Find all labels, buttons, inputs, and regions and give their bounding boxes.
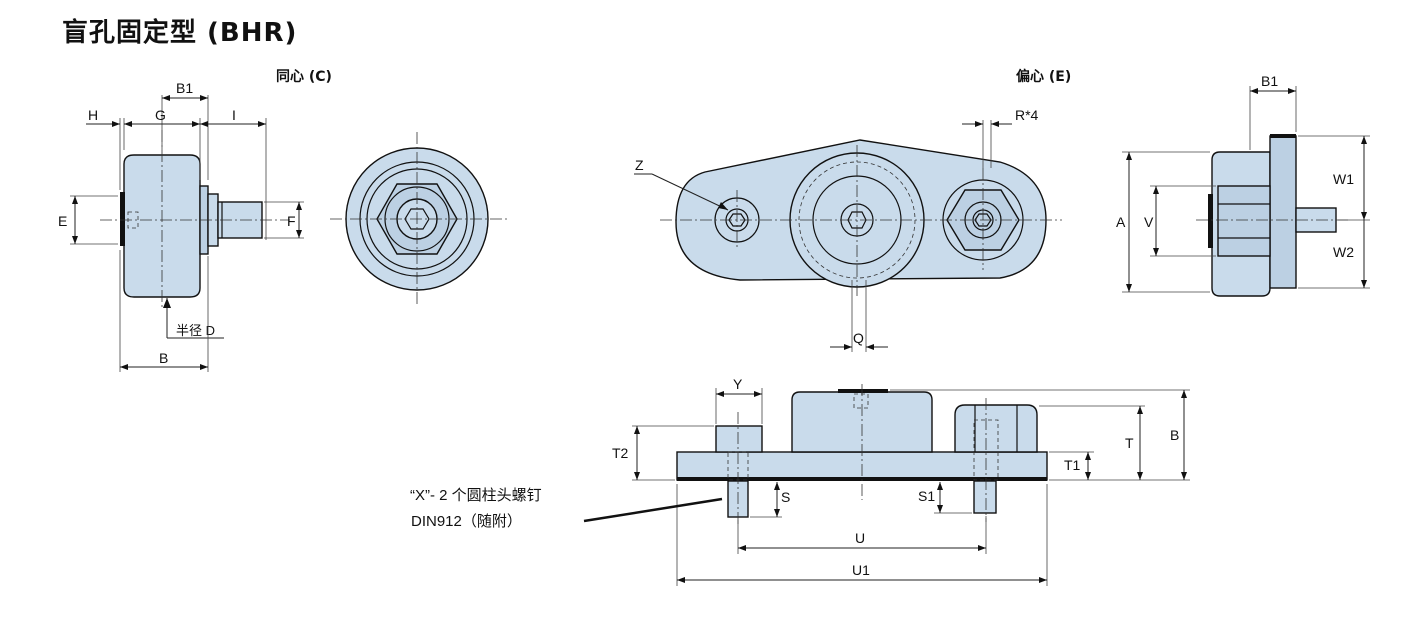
dim-label-z: Z xyxy=(635,157,644,173)
top-view-eccentric: Z R*4 Q xyxy=(634,107,1062,352)
dim-label-w2: W2 xyxy=(1333,244,1354,260)
dim-label-w1: W1 xyxy=(1333,171,1354,187)
dim-label-b1-side: B1 xyxy=(176,80,193,96)
page-title: 盲孔固定型 (BHR) xyxy=(62,18,298,48)
dim-label-u: U xyxy=(855,530,865,546)
dim-label-t: T xyxy=(1125,435,1134,451)
dim-label-t2: T2 xyxy=(612,445,629,461)
view-title-concentric: 同心 (C) xyxy=(276,69,332,85)
note-screws-line2: DIN912（随附） xyxy=(411,513,522,530)
side-view-eccentric: B1 A V W1 W2 xyxy=(1116,73,1370,297)
dim-label-v: V xyxy=(1144,214,1154,230)
dim-label-s1: S1 xyxy=(918,488,935,504)
dim-label-e: E xyxy=(58,213,67,229)
dim-label-t1: T1 xyxy=(1064,457,1081,473)
dim-label-b-ecc: B xyxy=(1170,427,1179,443)
note-screws-line1: “X”- 2 个圆柱头螺钉 xyxy=(410,487,542,504)
dim-label-q: Q xyxy=(853,330,864,346)
dim-label-y: Y xyxy=(733,376,743,392)
dim-label-h: H xyxy=(88,107,98,123)
side-view-concentric: 半径 D B1 H G I E F xyxy=(58,80,304,372)
dim-label-b1-ecc: B1 xyxy=(1261,73,1278,89)
dim-label-a: A xyxy=(1116,214,1126,230)
dim-label-i: I xyxy=(232,107,236,123)
dim-label-s: S xyxy=(781,489,790,505)
dim-label-g: G xyxy=(155,107,166,123)
front-view-concentric xyxy=(330,132,510,306)
dim-label-u1: U1 xyxy=(852,562,870,578)
dim-label-b-side: B xyxy=(159,350,168,366)
dim-label-f: F xyxy=(287,213,296,229)
dim-label-radius-d: 半径 D xyxy=(176,323,215,338)
front-view-eccentric: Y T2 S S1 T1 T B xyxy=(583,376,1190,586)
dim-label-r: R*4 xyxy=(1015,107,1039,123)
view-title-eccentric: 偏心 (E) xyxy=(1016,69,1072,85)
